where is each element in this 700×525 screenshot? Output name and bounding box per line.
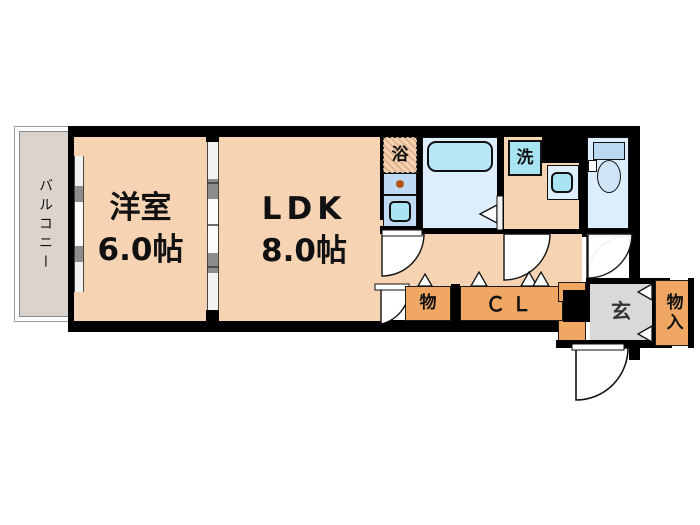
entrance-storage[interactable]: 物入 bbox=[655, 280, 689, 346]
western-room-floor bbox=[74, 137, 207, 321]
wall-genkan-storage-right bbox=[688, 278, 694, 348]
entrance-label: 玄 bbox=[611, 299, 631, 323]
wall-toilet-left bbox=[579, 137, 587, 237]
wall-storage-cl-divider bbox=[451, 284, 460, 322]
wall-genkan-left-core bbox=[563, 290, 590, 322]
western-room-size: 6.0帖 bbox=[97, 231, 184, 268]
wall-left-thin bbox=[68, 126, 74, 332]
wall-bath-right bbox=[497, 137, 504, 237]
toilet-bowl bbox=[597, 160, 621, 193]
western-room-label: 洋室 bbox=[109, 189, 172, 226]
balcony-label: バルコニー bbox=[37, 177, 53, 273]
ldk-label: LDK bbox=[261, 190, 347, 227]
wall-genkan-top bbox=[586, 278, 670, 284]
washroom-label: 洗 bbox=[508, 140, 542, 176]
wall-right-mid bbox=[629, 244, 640, 282]
balcony-floor bbox=[19, 131, 71, 317]
wash-basin-bowl bbox=[551, 172, 573, 193]
wall-toilet-bottom bbox=[587, 229, 629, 234]
wall-genkan-storage-left bbox=[652, 278, 657, 348]
partition-bottom-stub bbox=[206, 310, 220, 332]
storage-ldk[interactable]: 物 bbox=[405, 286, 451, 321]
balcony-sliding-window[interactable] bbox=[74, 156, 84, 292]
kitchen-sink-basin bbox=[389, 201, 411, 222]
wall-bath-bottom bbox=[422, 229, 498, 237]
wall-right-top bbox=[629, 126, 640, 244]
wall-top-main bbox=[68, 126, 640, 137]
sliding-partition-door[interactable] bbox=[207, 142, 219, 310]
stove-burner-icon bbox=[396, 180, 404, 188]
western-room-notch-top bbox=[90, 137, 207, 157]
partition-top-stub bbox=[206, 126, 220, 142]
bathtub bbox=[427, 141, 493, 172]
closet[interactable]: ＣＬ bbox=[460, 286, 563, 321]
toilet-flush-lever bbox=[588, 160, 597, 172]
wall-kitchen-bottom bbox=[380, 226, 422, 234]
toilet-tank bbox=[593, 142, 625, 160]
ldk-size: 8.0帖 bbox=[261, 232, 347, 269]
wall-bottom-left bbox=[68, 320, 563, 332]
ldk-floor bbox=[219, 137, 385, 321]
wall-bath-left bbox=[417, 137, 423, 237]
bath-label-tile: 浴 bbox=[383, 137, 417, 173]
wall-washroom-bottom bbox=[504, 229, 584, 237]
